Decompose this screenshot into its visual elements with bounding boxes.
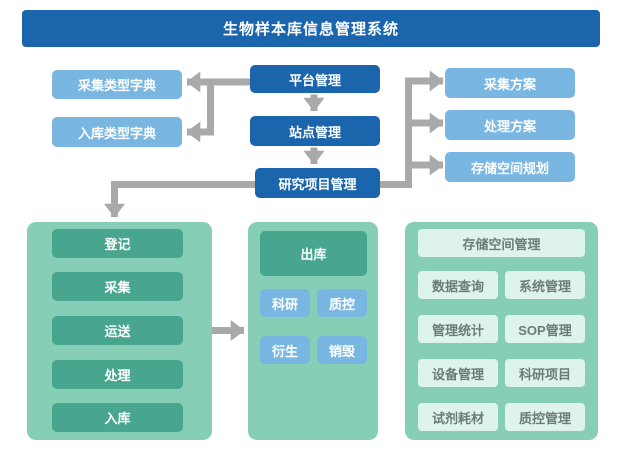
- box-label: 数据查询: [431, 278, 484, 294]
- box-derivative: 衍生: [260, 336, 310, 364]
- box-label: 登记: [104, 237, 131, 252]
- box-label: 平台管理: [288, 72, 341, 88]
- title-banner: 生物样本库信息管理系统: [22, 10, 600, 47]
- box-label: 存储空间规划: [470, 160, 549, 176]
- box-management-statistics: 管理统计: [418, 315, 498, 343]
- box-storage-space-management: 存储空间管理: [418, 229, 585, 257]
- box-reagent-consumables: 试剂耗材: [418, 403, 498, 431]
- box-collection-type-dictionary: 采集类型字典: [52, 70, 182, 99]
- box-label: 处理方案: [483, 118, 536, 134]
- box-research-project-management: 研究项目管理: [255, 168, 380, 198]
- box-step-transport: 运送: [52, 316, 183, 345]
- page-title: 生物样本库信息管理系统: [222, 21, 399, 38]
- box-collection-plan: 采集方案: [445, 68, 575, 98]
- box-research-use: 科研: [260, 289, 310, 317]
- box-label: 衍生: [271, 343, 298, 359]
- box-research-projects: 科研项目: [505, 359, 585, 387]
- box-label: 设备管理: [431, 366, 484, 382]
- box-label: 采集类型字典: [77, 78, 156, 93]
- box-platform-management: 平台管理: [250, 65, 380, 93]
- box-step-collect: 采集: [52, 272, 183, 301]
- box-destroy: 销毁: [317, 336, 367, 364]
- box-label: 科研: [271, 296, 298, 312]
- box-qc-management: 质控管理: [505, 403, 585, 431]
- box-label: 处理: [104, 368, 131, 383]
- panel-management-modules: 存储空间管理 数据查询 系统管理 管理统计 SOP管理 设备管理 科研项目 试剂…: [405, 222, 598, 440]
- box-step-register: 登记: [52, 229, 183, 258]
- box-label: 科研项目: [518, 366, 571, 382]
- box-quality-control-use: 质控: [317, 289, 367, 317]
- box-label: 运送: [104, 324, 131, 339]
- box-label: 采集方案: [483, 76, 536, 92]
- box-system-management: 系统管理: [505, 271, 585, 299]
- box-label: 存储空间管理: [462, 236, 541, 252]
- panel-sample-workflow: 登记 采集 运送 处理 入库: [27, 222, 212, 440]
- box-data-query: 数据查询: [418, 271, 498, 299]
- box-sop-management: SOP管理: [505, 315, 585, 343]
- box-step-process: 处理: [52, 360, 183, 389]
- box-label: 出库: [300, 247, 327, 262]
- panel-outbound: 出库 科研 质控 衍生 销毁: [248, 222, 378, 440]
- arrow-platform-to-storage-dict: [186, 82, 214, 143]
- box-label: 销毁: [328, 343, 355, 359]
- box-label: 质控管理: [518, 410, 571, 426]
- box-equipment-management: 设备管理: [418, 359, 498, 387]
- box-label: 研究项目管理: [278, 176, 357, 192]
- box-step-store-in: 入库: [52, 403, 183, 432]
- box-label: 入库: [104, 411, 131, 426]
- box-label: SOP管理: [518, 322, 572, 338]
- arrow-research-to-collection-plan: [380, 70, 444, 188]
- box-label: 管理统计: [431, 322, 484, 338]
- box-storage-type-dictionary: 入库类型字典: [52, 117, 182, 147]
- box-label: 系统管理: [518, 278, 571, 294]
- box-label: 入库类型字典: [77, 125, 156, 141]
- box-outbound: 出库: [260, 231, 367, 276]
- box-site-management: 站点管理: [250, 116, 380, 146]
- box-label: 采集: [104, 280, 131, 295]
- box-label: 质控: [328, 296, 355, 312]
- box-storage-space-planning: 存储空间规划: [445, 152, 575, 182]
- box-label: 试剂耗材: [431, 410, 484, 426]
- box-label: 站点管理: [288, 124, 341, 140]
- arrow-research-to-workflow-panel: [104, 181, 255, 218]
- box-processing-plan: 处理方案: [445, 110, 575, 140]
